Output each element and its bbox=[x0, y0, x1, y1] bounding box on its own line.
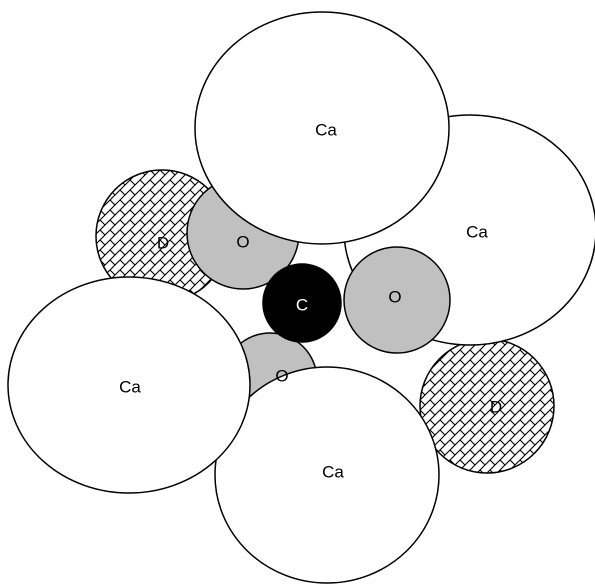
o-top-label: O bbox=[236, 232, 249, 251]
d-left-label: D bbox=[157, 233, 169, 252]
c-atom-center bbox=[262, 263, 342, 343]
d-atom-right bbox=[419, 338, 555, 474]
ca-atom-top bbox=[194, 11, 450, 245]
ca-bottom-label: Ca bbox=[322, 462, 344, 481]
ca-left-label: Ca bbox=[119, 377, 141, 396]
c-center-label: C bbox=[296, 295, 308, 314]
o-left-label: O bbox=[275, 366, 288, 385]
ca-atom-left bbox=[7, 276, 251, 494]
o-atom-right bbox=[343, 246, 451, 354]
o-right-label: O bbox=[388, 287, 401, 306]
d-right-label: D bbox=[490, 397, 502, 416]
ca-top-label: Ca bbox=[315, 120, 337, 139]
ca-right-label: Ca bbox=[466, 222, 488, 241]
ca-atom-bottom bbox=[214, 366, 440, 584]
